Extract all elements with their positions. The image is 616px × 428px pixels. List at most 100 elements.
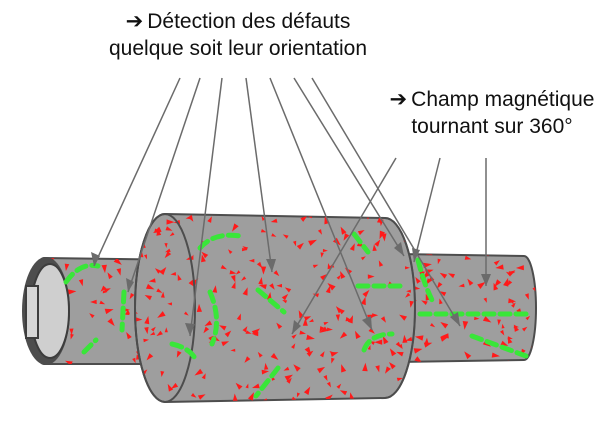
field-arrow-mark [232, 393, 238, 402]
field-arrow-mark [349, 243, 355, 251]
field-arrow-mark [396, 377, 403, 382]
field-arrow-mark [241, 276, 247, 281]
defect-detection-label: ➔Détection des défauts quelque soit leur… [88, 8, 388, 62]
field-arrow-mark [220, 264, 227, 270]
field-arrow-mark [69, 328, 74, 335]
field-arrow-mark [362, 289, 370, 298]
field-arrow-mark [283, 366, 290, 371]
field-arrow-mark [306, 334, 315, 340]
defect-mark [469, 333, 529, 359]
field-arrow-mark [70, 333, 74, 340]
field-arrow-mark [414, 356, 423, 362]
field-arrow-mark [282, 300, 288, 304]
field-arrow-mark [335, 314, 340, 322]
field-arrow-mark [64, 263, 70, 271]
field-arrow-mark [436, 282, 443, 289]
field-arrow-mark [167, 302, 172, 306]
leader-line [291, 157, 397, 335]
field-arrow-mark [235, 382, 243, 390]
field-arrow-mark [107, 318, 115, 327]
field-arrow-mark [201, 251, 209, 259]
field-arrow-mark [169, 232, 175, 237]
field-arrow-mark [437, 258, 441, 265]
field-arrow-mark [165, 226, 173, 231]
field-arrow-mark [242, 287, 248, 296]
field-arrow-mark [248, 258, 255, 263]
defect-mark [81, 337, 99, 355]
field-arrow-mark [317, 229, 322, 235]
pipe-opening [22, 257, 70, 365]
defect-mark [63, 262, 101, 285]
field-arrow-mark [151, 326, 156, 332]
field-arrow-mark [414, 286, 421, 290]
field-arrow-mark [235, 270, 241, 275]
field-arrow-mark [493, 282, 499, 291]
field-arrow-mark [482, 316, 492, 323]
field-arrow-mark [166, 219, 175, 225]
field-arrow-mark [282, 234, 289, 239]
field-arrow-mark [326, 381, 331, 388]
field-arrow-mark [329, 351, 335, 356]
field-arrow-mark [270, 353, 279, 360]
field-arrow-mark [144, 254, 147, 260]
defect-leaders [93, 77, 461, 337]
field-arrow-mark [340, 271, 346, 279]
field-arrow-mark [532, 286, 536, 294]
field-arrow-mark [405, 292, 411, 298]
field-arrow-mark [270, 218, 278, 223]
field-arrow-mark [507, 280, 513, 287]
field-arrow-mark [405, 336, 413, 341]
field-arrow-mark [276, 283, 282, 288]
field-arrow-mark [132, 357, 136, 364]
field-arrow-mark [405, 266, 410, 270]
field-arrow-mark [146, 353, 154, 361]
field-arrow-mark [258, 277, 263, 285]
field-arrow-mark [491, 352, 500, 358]
field-arrow-mark [90, 299, 97, 305]
field-arrow-mark [483, 297, 487, 303]
defect-mark [169, 341, 199, 363]
field-arrow-mark [378, 260, 384, 267]
field-arrow-mark [335, 306, 343, 314]
field-arrow-mark [135, 309, 138, 314]
defect-marks [63, 231, 535, 399]
field-arrow-mark [515, 265, 524, 271]
field-arrow-mark [322, 248, 328, 253]
field-arrow-mark [157, 311, 166, 318]
field-arrow-mark [497, 319, 501, 326]
leader-line [311, 77, 461, 327]
field-arrow-mark [522, 326, 528, 332]
field-arrow-mark [159, 267, 167, 275]
field-arrow-mark [380, 316, 386, 323]
field-arrow-mark [458, 283, 465, 288]
field-arrow-mark [156, 330, 163, 337]
field-arrow-mark [207, 216, 212, 223]
field-arrow-mark [323, 375, 328, 381]
field-arrow-mark [257, 351, 263, 358]
field-arrow-mark [293, 240, 297, 247]
field-arrow-mark [242, 326, 248, 333]
field-arrow-mark [129, 293, 135, 300]
field-arrow-mark [284, 287, 292, 293]
field-arrow-mark [389, 348, 397, 357]
field-arrow-mark [190, 393, 197, 398]
field-arrow-mark [375, 365, 380, 373]
field-arrow-mark [296, 242, 304, 250]
field-arrow-mark [524, 293, 529, 300]
field-arrow-mark [164, 243, 168, 248]
field-arrow-mark [423, 342, 433, 348]
field-arrow-mark [164, 327, 168, 333]
field-arrow-mark [385, 366, 391, 374]
field-arrow-mark [229, 270, 237, 275]
field-arrow-mark [160, 371, 165, 377]
field-arrow-mark [477, 254, 484, 255]
field-arrow-mark [319, 326, 328, 333]
field-arrow-mark [340, 226, 347, 235]
field-arrow-mark [184, 311, 189, 316]
field-arrow-mark [116, 268, 121, 276]
field-arrow-mark [228, 249, 233, 254]
field-arrow-mark [144, 316, 150, 325]
field-arrow-mark [415, 277, 421, 284]
field-arrow-mark [258, 284, 267, 290]
field-arrow-mark [219, 325, 227, 331]
